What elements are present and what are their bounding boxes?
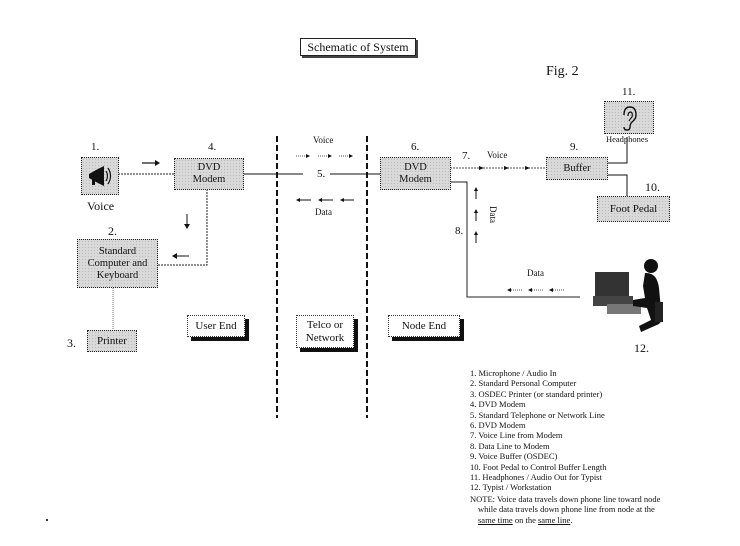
node-12-number: 12. <box>634 341 649 355</box>
arrowhead <box>172 253 177 259</box>
telco-label-line1: Telco or <box>306 318 344 331</box>
node-5-number: 5. <box>317 168 326 180</box>
voice-line-arrows <box>479 166 530 170</box>
network-data-arrows <box>296 198 354 202</box>
node-4-number: 4. <box>208 141 217 153</box>
node-7-number: 7. <box>462 150 471 162</box>
arrowhead <box>184 224 190 229</box>
legend-item: 8. Data Line to Modem <box>470 440 550 451</box>
buffer-box: Buffer <box>546 157 608 180</box>
legend-item: 10. Foot Pedal to Control Buffer Length <box>470 461 607 472</box>
node-10-number: 10. <box>645 180 660 194</box>
legend-item: 1. Microphone / Audio In <box>470 368 557 378</box>
workstation-data-label: Data <box>527 268 544 278</box>
legend-item: 11. Headphones / Audio Out for Typist <box>470 472 602 483</box>
note-end: . <box>570 514 573 525</box>
diagram-title: Schematic of System <box>300 38 416 56</box>
note-line2: while data travels down phone line from … <box>478 504 655 515</box>
voice-line-label: Voice <box>487 150 508 160</box>
note-same-line: same line <box>537 514 571 525</box>
computer-label-line1: Standard <box>98 245 137 257</box>
megaphone-icon <box>89 166 112 186</box>
ear-icon <box>623 105 637 131</box>
note-line1: NOTE: Voice data travels down phone line… <box>470 494 661 504</box>
dvd-modem-node-box: DVD Modem <box>380 157 451 190</box>
foot-pedal-box: Foot Pedal <box>597 196 670 222</box>
voice-microphone-box <box>81 157 119 195</box>
legend-item: 7. Voice Line from Modem <box>470 430 563 441</box>
modem-label-line2: Modem <box>399 173 432 185</box>
node-end-label: Node End <box>388 315 460 337</box>
scan-speck <box>46 519 48 521</box>
data-line-up-arrows <box>474 187 478 243</box>
telco-network-label: Telco or Network <box>296 315 354 348</box>
data-line-left-arrows <box>507 288 564 292</box>
arrowhead <box>155 160 160 166</box>
computer-box: Standard Computer and Keyboard <box>77 239 158 288</box>
printer-box: Printer <box>87 330 137 352</box>
figure-label: Fig. 2 <box>546 64 579 79</box>
legend: 1. Microphone / Audio In 2. Standard Per… <box>470 368 607 493</box>
wire-buffer-to-pedal <box>606 174 628 196</box>
voice-label: Voice <box>87 199 115 213</box>
dvd-modem-user-box: DVD Modem <box>174 158 244 190</box>
headphones-label: Headphones <box>606 134 649 144</box>
computer-label-line2: Computer and <box>87 257 148 269</box>
network-voice-arrows <box>296 154 353 158</box>
legend-item: 3. OSDEC Printer (or standard printer) <box>470 388 603 399</box>
node-8-number: 8. <box>455 225 464 237</box>
node-9-number: 9. <box>570 141 579 153</box>
network-voice-label: Voice <box>313 135 334 145</box>
modem-label-line2: Modem <box>192 174 226 185</box>
node-2-number: 2. <box>108 224 117 238</box>
legend-item: 5. Standard Telephone or Network Line <box>470 409 605 420</box>
data-line-label: Data <box>488 206 498 223</box>
wire-buffer-to-headphones <box>606 137 628 164</box>
network-data-label: Data <box>315 207 332 217</box>
note-on-the: on the <box>512 514 538 525</box>
wire-modem-to-computer <box>156 189 208 266</box>
legend-item: 6. DVD Modem <box>470 420 526 431</box>
computer-label-line3: Keyboard <box>96 269 139 281</box>
user-end-label: User End <box>187 315 245 337</box>
wire-data-line <box>450 181 580 298</box>
modem-label-line1: DVD <box>404 161 427 173</box>
node-3-number: 3. <box>67 336 76 350</box>
legend-item: 2. Standard Personal Computer <box>470 378 577 389</box>
typist-workstation-icon <box>593 259 663 332</box>
node-6-number: 6. <box>411 141 420 153</box>
headphones-box <box>604 101 654 134</box>
legend-item: 4. DVD Modem <box>470 399 526 410</box>
note-same-time: same time <box>478 514 513 525</box>
node-1-number: 1. <box>91 141 100 153</box>
legend-item: 9. Voice Buffer (OSDEC) <box>470 451 558 462</box>
telco-label-line2: Network <box>305 331 345 344</box>
node-11-number: 11. <box>622 86 636 98</box>
legend-item: 12. Typist / Workstation <box>470 482 552 493</box>
note-line3: same time on the same line. <box>470 515 700 525</box>
note: NOTE: Voice data travels down phone line… <box>470 494 700 525</box>
modem-label-line1: DVD <box>197 162 221 173</box>
